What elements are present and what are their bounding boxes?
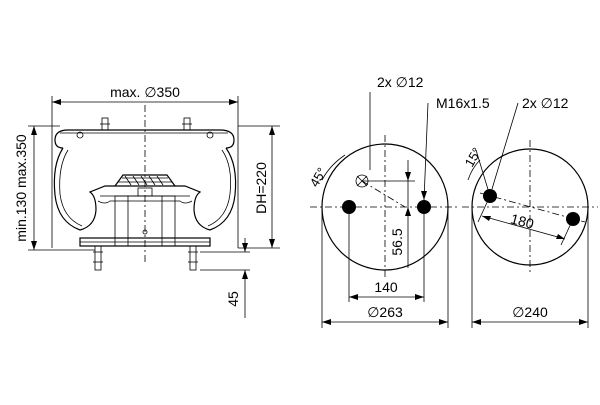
- design-height-label: DH=220: [253, 162, 269, 214]
- hole-spacing-horizontal-label: 140: [374, 279, 398, 295]
- bottom-plate-view: 180 15° 2x ∅12 ∅240: [462, 95, 598, 328]
- top-diameter-label: ∅263: [367, 304, 403, 320]
- top-plate-view: 2x ∅12 M16x1.5 45° 56.5 140 ∅263: [307, 74, 490, 328]
- bottom-diameter-label: ∅240: [512, 304, 548, 320]
- stud-length-label: 45: [225, 291, 241, 307]
- hole-spacing-vertical-label: 56.5: [389, 228, 405, 255]
- mounting-hole: [342, 200, 356, 214]
- thread-label: M16x1.5: [436, 95, 490, 111]
- hole-distance-label: 180: [509, 210, 536, 232]
- height-range-label: min.130 max.350: [13, 134, 29, 242]
- holes-label-bottom: 2x ∅12: [522, 95, 569, 111]
- side-view: max. ∅350 min.130 max.350 DH=220 45: [13, 84, 280, 318]
- mounting-hole: [417, 200, 431, 214]
- max-diameter-label: max. ∅350: [110, 84, 180, 100]
- holes-label: 2x ∅12: [377, 74, 424, 90]
